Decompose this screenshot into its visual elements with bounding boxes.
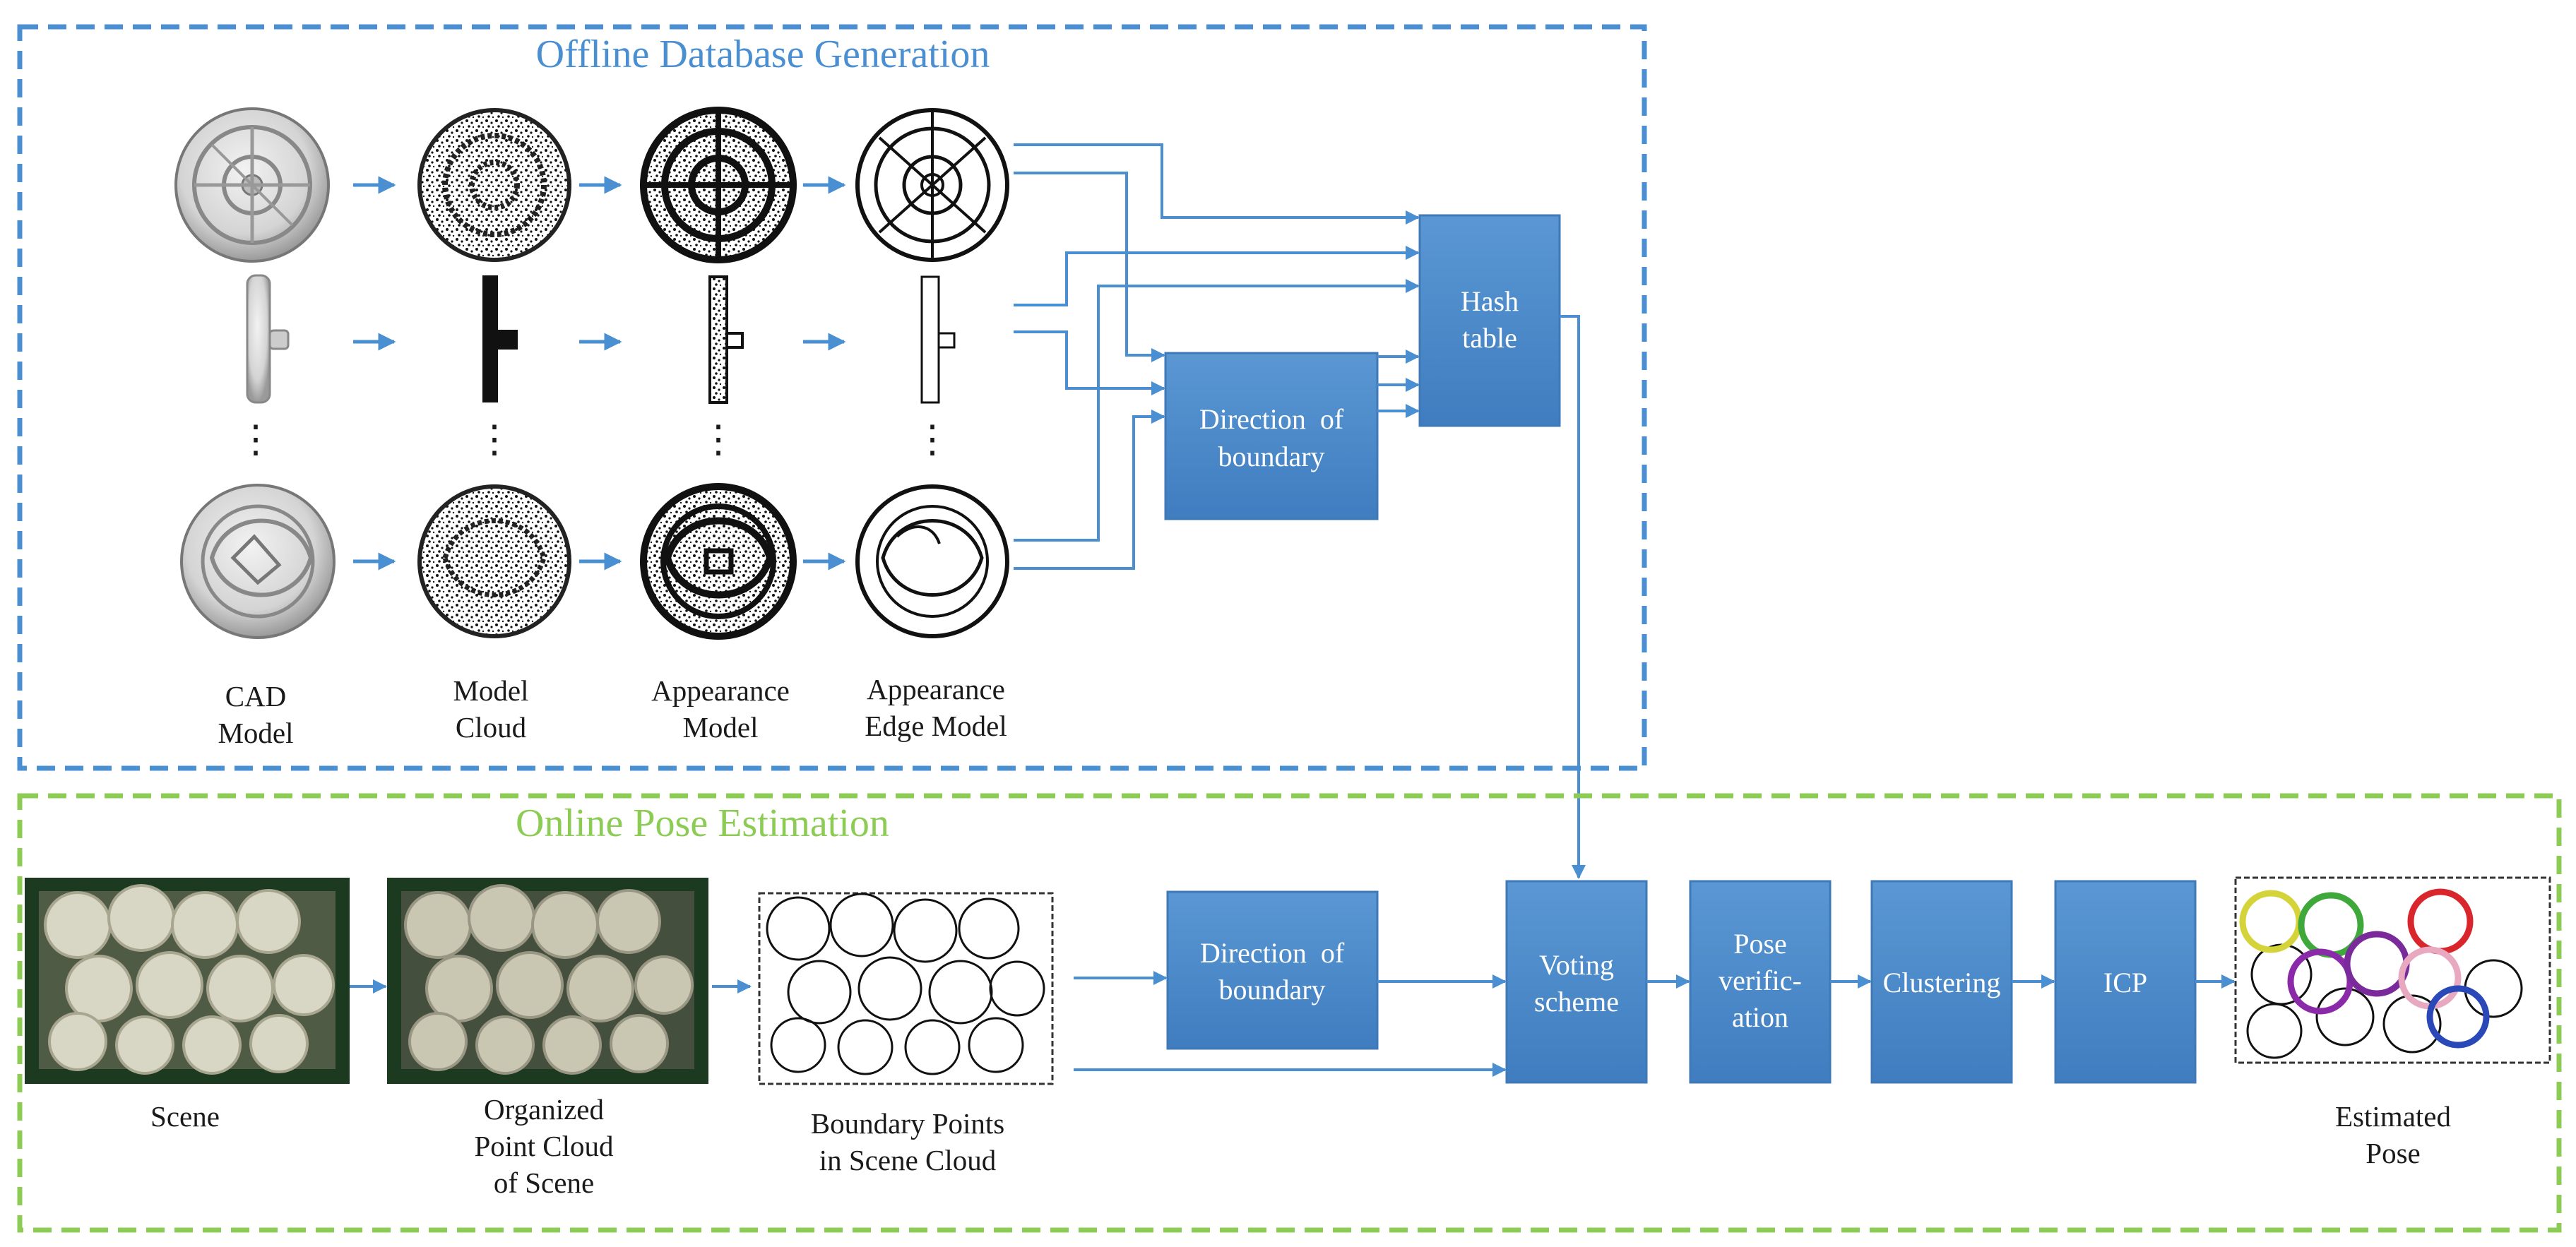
cad-model-side-image xyxy=(246,274,290,404)
svg-text:ation: ation xyxy=(1732,1001,1788,1033)
svg-text:Model: Model xyxy=(218,717,293,749)
svg-text:Scene: Scene xyxy=(150,1100,220,1133)
scene-image xyxy=(25,878,350,1084)
caption-appearance-model: Appearance Model xyxy=(651,674,790,744)
svg-text:Appearance: Appearance xyxy=(651,674,790,707)
offline-section-border xyxy=(17,24,1647,771)
svg-text:scheme: scheme xyxy=(1534,986,1619,1018)
svg-text:Pose: Pose xyxy=(1733,928,1787,960)
offline-direction-box: Direction of boundary xyxy=(1164,352,1379,520)
caption-boundary-points: Boundary Points in Scene Cloud xyxy=(811,1107,1005,1176)
online-section-border xyxy=(17,793,2562,1233)
svg-text:Voting: Voting xyxy=(1539,949,1614,981)
svg-text:Pose: Pose xyxy=(2366,1137,2420,1169)
svg-text:Appearance: Appearance xyxy=(867,673,1005,705)
cad-model-bottom-image xyxy=(180,484,336,639)
caption-model-cloud: Model Cloud xyxy=(453,674,528,744)
appearance-edge-model-top-image xyxy=(855,108,1009,262)
model-cloud-side-image xyxy=(482,275,518,402)
boundary-points-image xyxy=(758,892,1054,1085)
organized-point-cloud-image xyxy=(387,878,708,1084)
model-cloud-top-image xyxy=(417,108,571,262)
svg-text:in Scene Cloud: in Scene Cloud xyxy=(819,1144,997,1176)
caption-cad-model: CAD Model xyxy=(218,680,293,749)
cloud-ellipsis: ⋮ xyxy=(475,418,514,460)
offline-connectors xyxy=(1014,143,1586,879)
online-direction-box: Direction of boundary xyxy=(1166,890,1379,1050)
svg-text:ICP: ICP xyxy=(2103,967,2147,998)
pose-verification-box: Pose verific- ation xyxy=(1689,880,1832,1084)
appearance-ellipsis: ⋮ xyxy=(699,418,737,460)
appearance-edge-model-side-image xyxy=(920,275,956,404)
svg-text:verific-: verific- xyxy=(1719,965,1802,996)
appearance-model-top-image xyxy=(640,107,797,263)
svg-text:Direction of: Direction of xyxy=(1199,403,1344,435)
edge-ellipsis: ⋮ xyxy=(913,418,951,460)
svg-text:Model: Model xyxy=(453,674,528,707)
cad-ellipsis: ⋮ xyxy=(237,418,275,460)
offline-row-arrows xyxy=(353,176,846,571)
svg-text:of Scene: of Scene xyxy=(494,1167,594,1199)
svg-text:Hash: Hash xyxy=(1461,285,1519,317)
online-section-title: Online Pose Estimation xyxy=(516,801,889,845)
voting-scheme-box: Voting scheme xyxy=(1505,880,1648,1084)
offline-section-title: Offline Database Generation xyxy=(536,32,990,76)
clustering-box: Clustering xyxy=(1870,880,2013,1084)
svg-text:Clustering: Clustering xyxy=(1883,967,2001,998)
svg-text:boundary: boundary xyxy=(1218,441,1324,472)
svg-text:Direction of: Direction of xyxy=(1200,937,1345,969)
caption-organized-point-cloud: Organized Point Cloud of Scene xyxy=(474,1093,613,1199)
estimated-pose-image xyxy=(2234,876,2551,1064)
svg-text:table: table xyxy=(1462,322,1517,354)
svg-text:Edge Model: Edge Model xyxy=(865,710,1007,742)
appearance-edge-model-bottom-image xyxy=(855,484,1009,638)
icp-box: ICP xyxy=(2054,880,2197,1084)
caption-appearance-edge-model: Appearance Edge Model xyxy=(865,673,1007,742)
svg-text:Organized: Organized xyxy=(484,1093,604,1126)
caption-scene: Scene xyxy=(150,1100,220,1133)
svg-text:boundary: boundary xyxy=(1218,974,1325,1006)
appearance-model-bottom-image xyxy=(640,483,797,640)
svg-text:Estimated: Estimated xyxy=(2335,1100,2451,1133)
cad-model-top-image xyxy=(174,107,330,263)
svg-text:Boundary Points: Boundary Points xyxy=(811,1107,1005,1140)
online-arrows xyxy=(350,971,2236,1077)
appearance-model-side-image xyxy=(708,275,744,404)
model-cloud-bottom-image xyxy=(417,484,571,638)
svg-text:Cloud: Cloud xyxy=(456,711,526,744)
hash-table-box: Hash table xyxy=(1418,214,1561,427)
svg-text:Point Cloud: Point Cloud xyxy=(474,1130,613,1162)
svg-text:Model: Model xyxy=(682,711,758,744)
svg-text:CAD: CAD xyxy=(225,680,287,712)
caption-estimated-pose: Estimated Pose xyxy=(2335,1100,2451,1169)
